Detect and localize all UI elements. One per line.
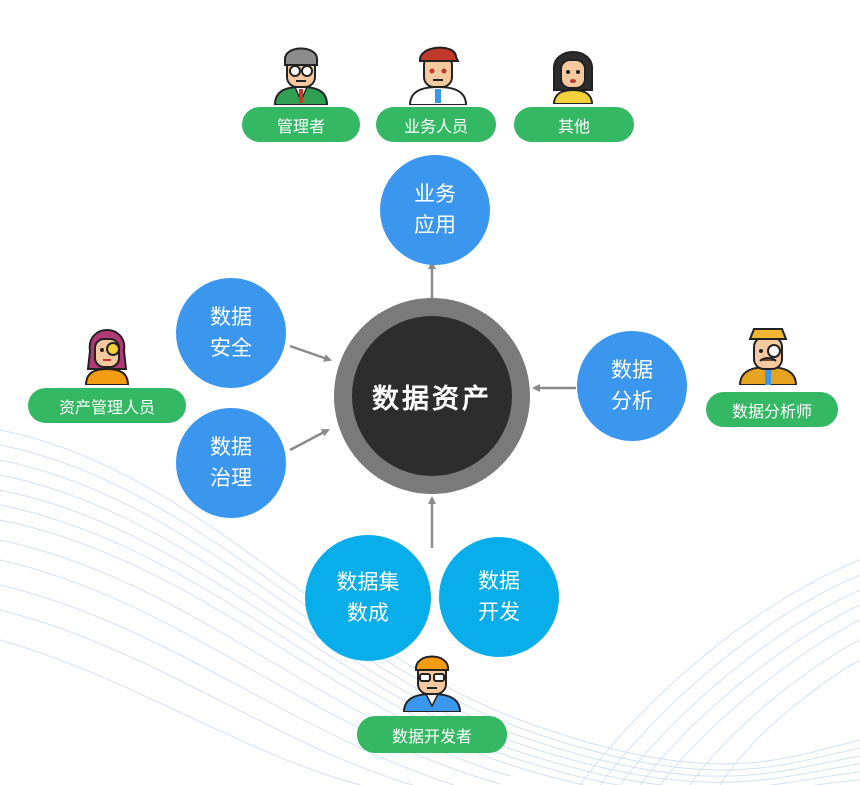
role-tag-label: 业务人员 <box>403 116 468 136</box>
role-tag-business-staff[interactable]: 业务人员 <box>376 107 496 142</box>
data-asset-core[interactable]: 数据资产 <box>352 316 512 476</box>
role-tag-asset-manager[interactable]: 资产管理人员 <box>28 388 186 423</box>
bubble-label-line2: 开发 <box>478 600 520 624</box>
bubble-data-integration[interactable]: 数据集 数成 <box>305 535 431 661</box>
bubble-data-governance[interactable]: 数据 治理 <box>176 408 286 518</box>
role-tag-label: 其他 <box>557 116 590 136</box>
bubble-label-line1: 业务 <box>414 182 456 206</box>
role-tag-label: 管理者 <box>276 116 325 136</box>
role-tag-manager[interactable]: 管理者 <box>242 107 360 142</box>
bubble-label-line1: 数据 <box>611 358 653 382</box>
arrow-security-to-center <box>289 344 332 362</box>
role-tag-developer[interactable]: 数据开发者 <box>357 716 507 753</box>
role-tag-other[interactable]: 其他 <box>514 107 634 142</box>
manager-avatar-icon <box>273 47 329 105</box>
bubble-label-line2: 治理 <box>210 466 252 490</box>
role-tag-label: 数据开发者 <box>391 726 472 746</box>
bubble-label-line1: 数据集 <box>336 570 400 594</box>
bubble-label-line2: 分析 <box>611 389 653 413</box>
role-tag-label: 数据分析师 <box>731 401 812 421</box>
developer-avatar-icon <box>402 655 462 712</box>
bubble-data-analysis[interactable]: 数据 分析 <box>577 331 687 441</box>
bubble-label-line2: 应用 <box>414 213 456 237</box>
bubble-label-line1: 数据 <box>210 435 252 459</box>
role-tag-label: 资产管理人员 <box>58 397 155 417</box>
bubble-business-application[interactable]: 业务 应用 <box>380 155 490 265</box>
arrow-governance-to-center <box>289 428 330 452</box>
other-avatar-icon <box>552 51 594 104</box>
business-staff-avatar-icon <box>408 46 468 105</box>
asset-manager-avatar-icon <box>84 329 130 385</box>
core-label: 数据资产 <box>372 383 492 415</box>
bubble-data-security[interactable]: 数据 安全 <box>176 278 286 388</box>
bubble-label-line2: 安全 <box>210 336 252 360</box>
bubble-label-line1: 数据 <box>478 569 520 593</box>
bubble-data-development[interactable]: 数据 开发 <box>439 537 559 657</box>
bubble-label-line1: 数据 <box>210 305 252 329</box>
role-tag-data-analyst[interactable]: 数据分析师 <box>706 392 838 427</box>
data-analyst-avatar-icon <box>738 328 798 385</box>
bubble-label-line2: 数成 <box>347 601 389 625</box>
